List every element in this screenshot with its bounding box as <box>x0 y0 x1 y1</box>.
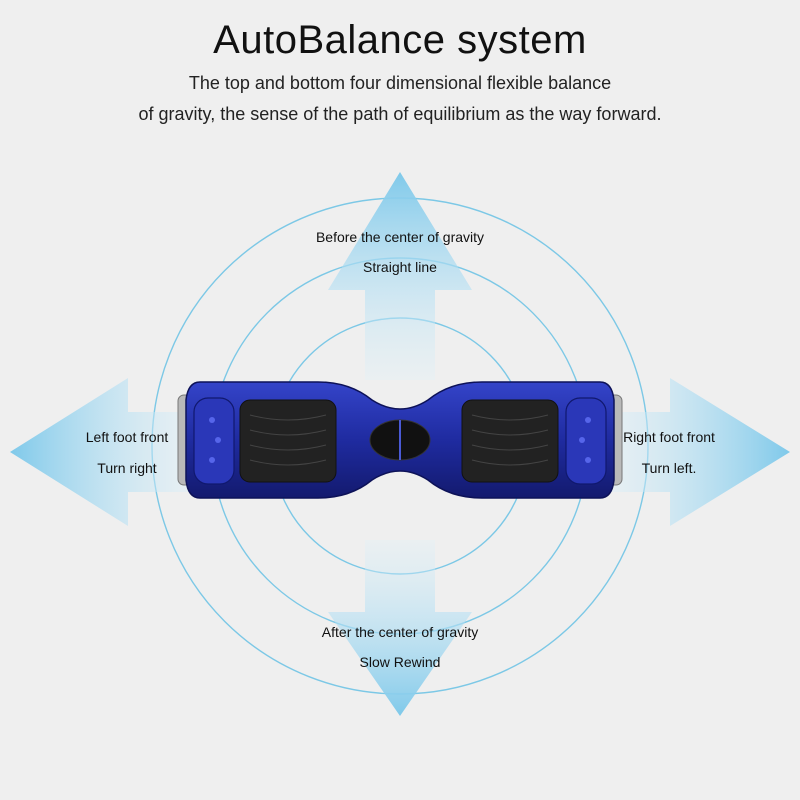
left-label-line1: Left foot front <box>85 429 169 445</box>
subtitle-line-2: of gravity, the sense of the path of equ… <box>138 104 662 124</box>
backward-label-line1: After the center of gravity <box>321 624 479 640</box>
left-label-line2: Turn right <box>97 460 157 476</box>
right-label-line2: Turn left. <box>641 460 697 476</box>
arrow-left-icon <box>10 378 200 526</box>
forward-label-line2: Straight line <box>363 259 437 275</box>
right-label-line1: Right foot front <box>623 429 715 445</box>
arrow-down-icon <box>328 540 472 716</box>
arrow-up-icon <box>328 172 472 380</box>
page-title: AutoBalance system <box>213 18 587 62</box>
subtitle-line-1: The top and bottom four dimensional flex… <box>188 73 612 93</box>
hoverboard-icon <box>177 381 623 499</box>
arrow-right-icon <box>600 378 790 526</box>
backward-label-line2: Slow Rewind <box>359 654 441 670</box>
forward-label-line1: Before the center of gravity <box>315 229 485 245</box>
